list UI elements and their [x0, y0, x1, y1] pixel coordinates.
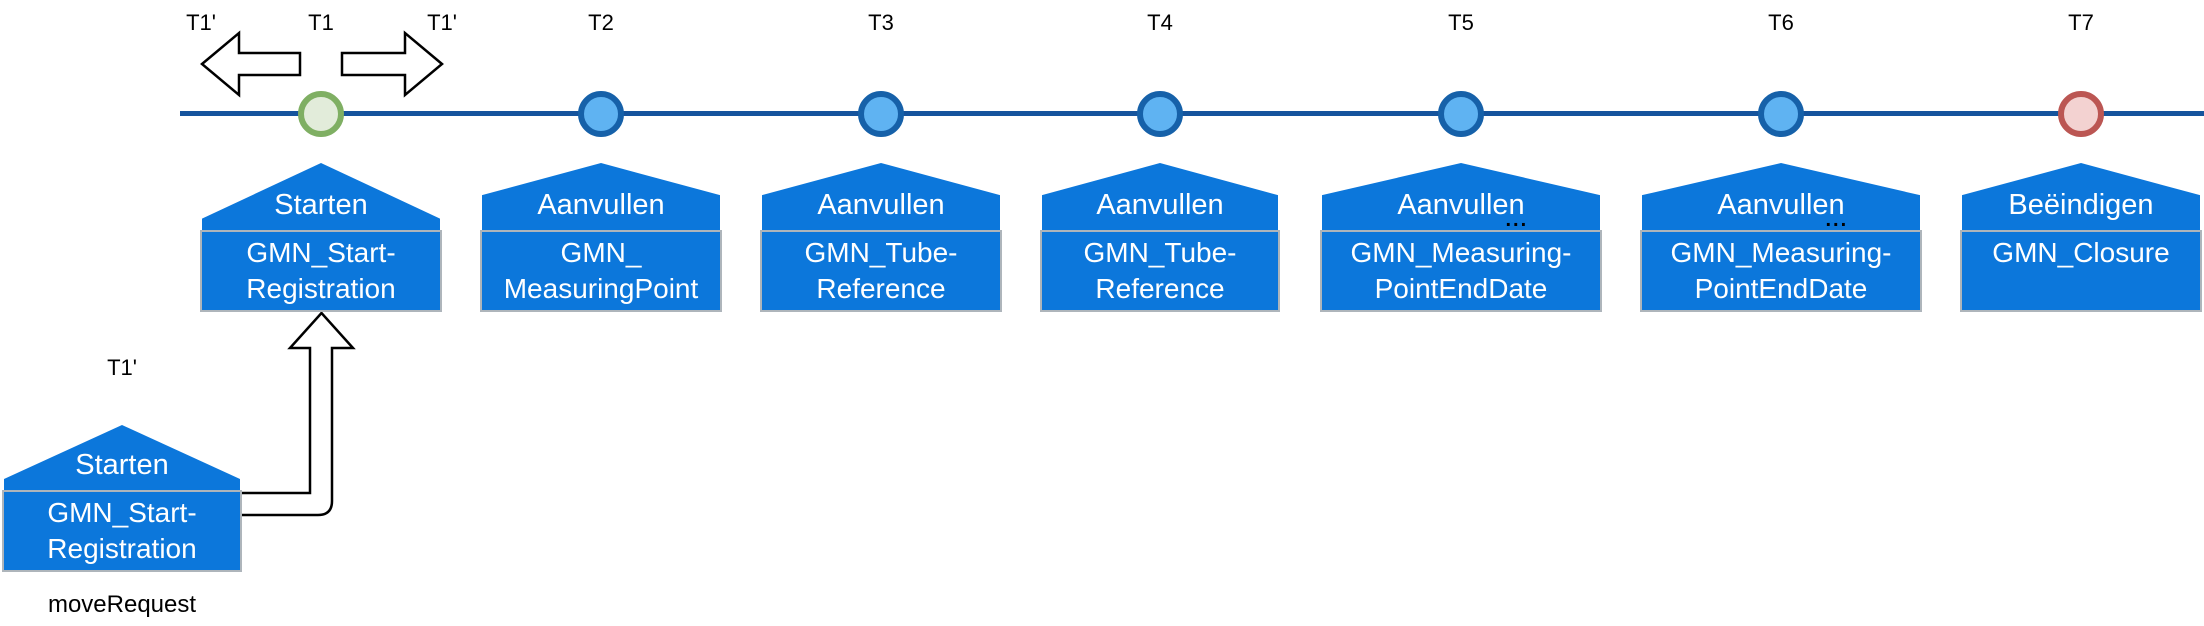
transaction-line1: GMN_Closure — [1992, 237, 2170, 268]
timeline-unit-t3: T3 Aanvullen GMN_Tube- Reference — [760, 0, 1002, 330]
phase-roof: Starten — [4, 425, 240, 490]
more-indicator: ... — [1825, 209, 1849, 231]
transaction-line2: Registration — [47, 533, 197, 564]
transaction-box: GMN_Tube- Reference — [1040, 230, 1280, 312]
tick-label: T5 — [1448, 10, 1474, 35]
transaction-box: GMN_Start- Registration — [200, 230, 442, 312]
move-request-caption: moveRequest — [47, 591, 197, 618]
transaction-line2: PointEndDate — [1694, 273, 1868, 304]
tick-label: T3 — [868, 10, 894, 35]
tick-label: T2 — [588, 10, 614, 35]
timeline-node — [1438, 91, 1484, 137]
phase-label: Starten — [75, 449, 169, 481]
timeline-node — [1758, 91, 1804, 137]
move-left-label: T1' — [186, 10, 216, 35]
phase-roof: Aanvullen — [762, 163, 1000, 230]
timeline-unit-t6: T6 Aanvullen ... GMN_Measuring- PointEnd… — [1640, 0, 1922, 330]
tick-label: T1 — [308, 10, 334, 35]
tick-label: T1' — [107, 355, 137, 380]
more-indicator: ... — [1505, 209, 1529, 231]
timeline-axis — [180, 111, 2204, 116]
phase-roof: Aanvullen — [482, 163, 720, 230]
phase-label: Starten — [274, 189, 368, 221]
transaction-line1: GMN_Tube- — [804, 237, 958, 268]
transaction-box: GMN_ MeasuringPoint — [480, 230, 722, 312]
transaction-line2: Registration — [246, 273, 396, 304]
transaction-line2: Reference — [816, 273, 946, 304]
transaction-line1: GMN_Tube- — [1083, 237, 1237, 268]
phase-label: Aanvullen — [1717, 189, 1845, 221]
timeline-node — [1137, 91, 1183, 137]
timeline-unit-t4: T4 Aanvullen GMN_Tube- Reference — [1040, 0, 1280, 330]
move-right-label: T1' — [427, 10, 457, 35]
timeline-unit-t1: T1 Starten GMN_Start- Registration — [200, 0, 442, 330]
timeline-unit-t2: T2 Aanvullen GMN_ MeasuringPoint — [480, 0, 722, 330]
phase-roof: Aanvullen — [1042, 163, 1278, 230]
phase-label: Aanvullen — [1096, 189, 1224, 221]
transaction-box: GMN_Tube- Reference — [760, 230, 1002, 312]
timeline-node — [858, 91, 904, 137]
tick-label: T6 — [1768, 10, 1794, 35]
timeline-node-end — [2058, 91, 2104, 137]
tick-label: T4 — [1147, 10, 1173, 35]
move-request-bent-arrow-icon — [237, 311, 356, 517]
transaction-line1: GMN_Measuring- — [1670, 237, 1892, 268]
phase-roof: Aanvullen ... — [1642, 163, 1920, 230]
transaction-line1: GMN_Start- — [47, 497, 197, 528]
transaction-line1: GMN_Start- — [246, 237, 396, 268]
transaction-line1: GMN_Measuring- — [1350, 237, 1572, 268]
phase-label: Aanvullen — [537, 189, 665, 221]
phase-roof: Aanvullen ... — [1322, 163, 1600, 230]
timeline-node — [578, 91, 624, 137]
transaction-line2: PointEndDate — [1374, 273, 1548, 304]
transaction-line2: MeasuringPoint — [503, 273, 699, 304]
transaction-box: GMN_Start- Registration — [2, 490, 242, 572]
transaction-box: GMN_Measuring- PointEndDate — [1640, 230, 1922, 312]
move-request-unit: T1' Starten GMN_Start- Registration move… — [2, 0, 242, 626]
timeline-node-start — [298, 91, 344, 137]
phase-label: Aanvullen — [817, 189, 945, 221]
timeline-unit-t7: T7 Beëindigen GMN_Closure — [1960, 0, 2202, 330]
transaction-box: GMN_Measuring- PointEndDate — [1320, 230, 1602, 312]
tick-label: T7 — [2068, 10, 2094, 35]
timeline-unit-t5: T5 Aanvullen ... GMN_Measuring- PointEnd… — [1320, 0, 1602, 330]
transaction-line1: GMN_ — [560, 237, 642, 268]
phase-label: Beëindigen — [2008, 189, 2154, 221]
transaction-line2: Reference — [1095, 273, 1225, 304]
move-later-arrow-icon — [340, 30, 444, 98]
move-earlier-arrow-icon — [200, 30, 302, 98]
phase-roof: Beëindigen — [1962, 163, 2200, 230]
phase-label: Aanvullen — [1397, 189, 1525, 221]
transaction-box: GMN_Closure — [1960, 230, 2202, 312]
